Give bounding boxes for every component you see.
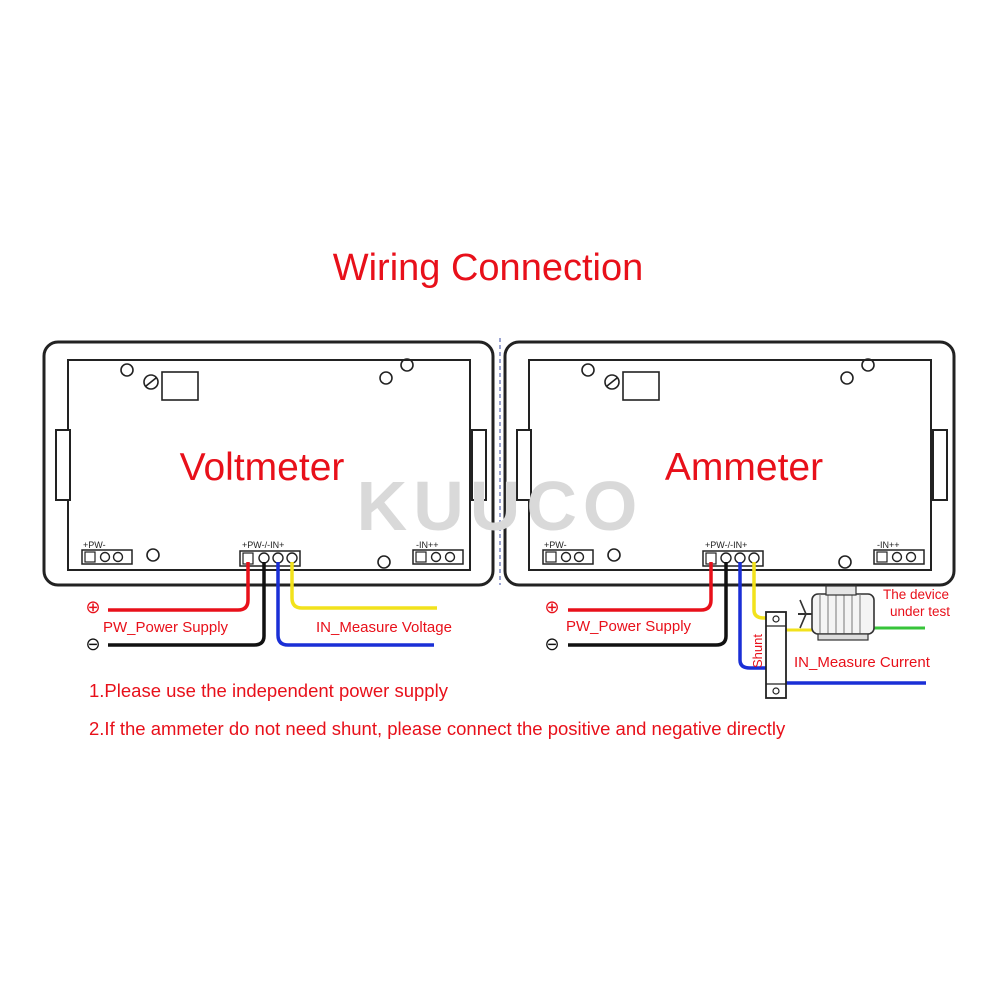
potentiometer-box [161, 371, 199, 401]
mount-hole [120, 363, 134, 377]
mount-hole [377, 555, 391, 569]
voltmeter-pw-terminal-label: +PW- [83, 540, 106, 550]
mount-hole [840, 371, 854, 385]
terminal-pin [415, 551, 427, 563]
voltmeter-yellow-wire [290, 562, 437, 610]
screw-icon [604, 374, 620, 390]
terminal-pin [84, 551, 96, 563]
voltmeter-center-terminal [239, 550, 301, 567]
voltmeter-black-wire [108, 562, 266, 647]
mount-hole [607, 548, 621, 562]
terminal-pin [430, 551, 442, 563]
voltmeter-inner-board [67, 359, 471, 571]
voltmeter-power-supply-label: PW_Power Supply [103, 619, 229, 636]
ammeter-in-terminal-label: -IN++ [877, 540, 900, 550]
page-title: Wiring Connection [333, 247, 643, 289]
mount-hole [146, 548, 160, 562]
ammeter-blue-wire [738, 562, 768, 670]
ammeter-label: Ammeter [665, 446, 823, 489]
voltmeter-plus-icon: ⊕ [85, 597, 100, 617]
ammeter-in-terminal [873, 549, 925, 565]
watermark-logo: KUUCO [357, 467, 644, 545]
voltmeter-in-terminal-label: -IN++ [416, 540, 439, 550]
terminal-pin [573, 551, 585, 563]
ammeter-panel: +PW- +PW-/-IN+ -IN++ [503, 340, 956, 587]
ammeter-power-supply-label: PW_Power Supply [566, 618, 692, 635]
voltmeter-red-wire [108, 562, 250, 612]
ammeter-black-wire [568, 562, 728, 647]
voltmeter-panel: +PW- +PW-/-IN+ -IN++ [42, 340, 495, 587]
device-under-test-label-line2: under test [890, 604, 950, 619]
ammeter-plus-icon: ⊕ [544, 597, 559, 617]
note-1: 1.Please use the independent power suppl… [89, 680, 449, 701]
mount-hole [838, 555, 852, 569]
ammeter-red-wire [568, 562, 713, 612]
ammeter-pw-terminal-label: +PW- [544, 540, 567, 550]
terminal-pin [876, 551, 888, 563]
ammeter-pw-terminal [542, 549, 594, 565]
ammeter-right-clip [932, 429, 948, 501]
voltmeter-in-terminal [412, 549, 464, 565]
terminal-pin [560, 551, 572, 563]
voltmeter-center-terminal-label: +PW-/-IN+ [242, 540, 284, 550]
terminal-pin [99, 551, 111, 563]
mount-hole [861, 358, 875, 372]
terminal-pin [444, 551, 456, 563]
ammeter-measure-label: IN_Measure Current [794, 654, 931, 671]
ammeter-center-terminal [702, 550, 764, 567]
voltmeter-left-clip [55, 429, 71, 501]
terminal-pin [545, 551, 557, 563]
voltmeter-pw-terminal [81, 549, 133, 565]
screw-slot [606, 377, 618, 387]
terminal-pin [891, 551, 903, 563]
note-2: 2.If the ammeter do not need shunt, plea… [89, 718, 786, 739]
terminal-pin [112, 551, 124, 563]
motor-icon [798, 585, 875, 641]
voltmeter-label: Voltmeter [180, 446, 345, 489]
screw-slot [145, 377, 157, 387]
device-under-test-label-line1: The device [883, 587, 949, 602]
mount-hole [379, 371, 393, 385]
ammeter-yellow-wire [752, 562, 776, 620]
voltmeter-right-clip [471, 429, 487, 501]
shunt-label: Shunt [750, 634, 765, 668]
shunt-icon [765, 611, 787, 699]
voltmeter-minus-icon: ⊖ [85, 634, 100, 654]
ammeter-center-terminal-label: +PW-/-IN+ [705, 540, 747, 550]
ammeter-minus-icon: ⊖ [544, 634, 559, 654]
mount-hole [400, 358, 414, 372]
voltmeter-blue-wire [276, 562, 434, 647]
screw-icon [143, 374, 159, 390]
potentiometer-box [622, 371, 660, 401]
ammeter-inner-board [528, 359, 932, 571]
voltmeter-measure-label: IN_Measure Voltage [316, 619, 452, 636]
mount-hole [581, 363, 595, 377]
ammeter-left-clip [516, 429, 532, 501]
terminal-pin [905, 551, 917, 563]
